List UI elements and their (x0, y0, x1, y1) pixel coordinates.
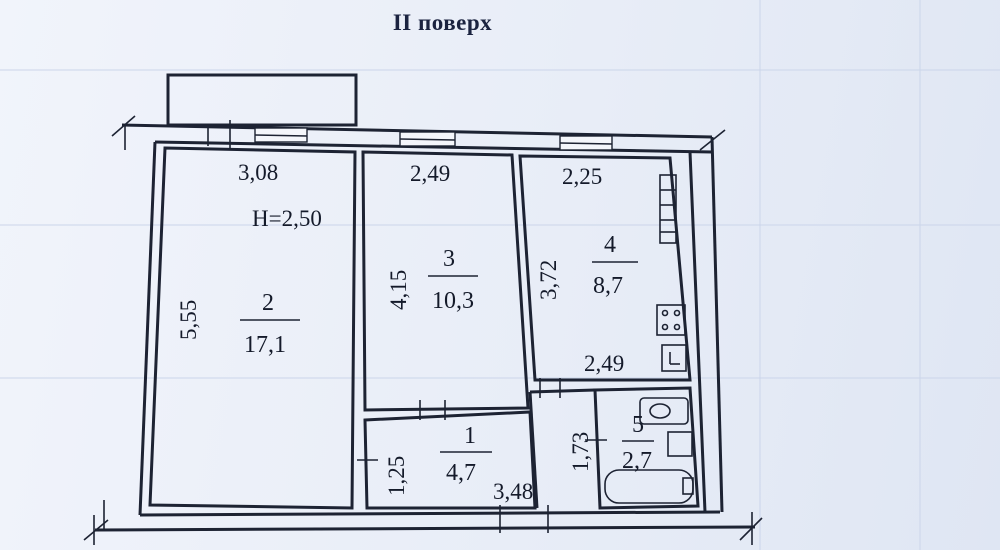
outer-wall-left (138, 141, 157, 516)
room-2-length: 5,55 (176, 300, 201, 340)
room-4-length: 3,72 (536, 260, 561, 300)
room-4-number: 4 (604, 232, 616, 258)
bathtub (604, 469, 694, 504)
toilet-tank (667, 431, 693, 457)
room-4-inner-width: 2,49 (584, 351, 624, 376)
room-2-number: 2 (262, 290, 274, 316)
dimension-ticks (83, 115, 763, 545)
room-5-outline (593, 386, 700, 510)
stove (656, 304, 686, 336)
room-2-area: 17,1 (244, 332, 286, 358)
room-5-area: 2,7 (622, 448, 652, 474)
bathroom-fixtures (604, 397, 694, 504)
sink (661, 344, 687, 372)
floor-title: II поверх (392, 10, 493, 35)
balcony (166, 73, 358, 127)
room-2-width: 3,08 (238, 160, 278, 185)
room-4-width: 2,25 (562, 164, 602, 189)
room-4-outline (518, 154, 692, 382)
room-1-area: 4,7 (446, 460, 476, 486)
room-4-area: 8,7 (593, 273, 623, 299)
room-3-length: 4,15 (386, 270, 411, 310)
room-1-width: 3,48 (493, 479, 533, 504)
washbasin (639, 397, 689, 425)
outer-wall-bottom (94, 525, 756, 532)
room-5-number: 5 (632, 412, 644, 438)
room-5-length: 1,73 (568, 432, 593, 472)
room-3-number: 3 (443, 246, 455, 272)
wall-1-5 (528, 391, 539, 509)
kitchen-fixtures (656, 174, 687, 372)
wall-4-1 (529, 388, 596, 394)
outer-wall-top (121, 123, 713, 139)
room-1-number: 1 (464, 423, 476, 449)
outer-wall-right-outer (710, 136, 724, 513)
room-3-area: 10,3 (432, 288, 474, 314)
ceiling-height: H=2,50 (252, 206, 322, 231)
windows (207, 120, 613, 151)
room-3-width: 2,49 (410, 161, 450, 186)
room-1-outline (363, 410, 537, 510)
door-marks (357, 378, 607, 533)
room-2-outline (148, 146, 357, 510)
outer-wall-right (688, 151, 707, 513)
outer-wall-bottom-inner (139, 510, 721, 517)
outer-wall-top-inner (154, 140, 713, 154)
room-3-outline (361, 150, 530, 412)
room-1-length: 1,25 (384, 456, 409, 496)
